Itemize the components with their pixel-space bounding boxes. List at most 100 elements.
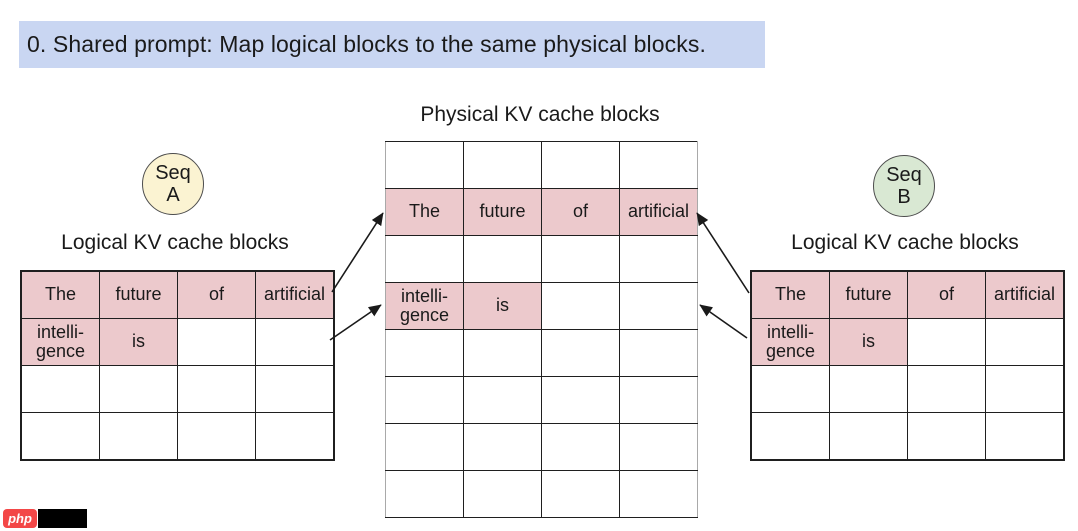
kv-cache-cell bbox=[750, 412, 830, 461]
table-row bbox=[385, 423, 698, 471]
kv-cache-cell bbox=[750, 365, 830, 413]
arrow-seq-a-block1 bbox=[329, 304, 382, 341]
kv-cache-cell bbox=[829, 412, 908, 461]
kv-cache-cell bbox=[907, 412, 986, 461]
watermark-logo: php bbox=[3, 509, 87, 528]
kv-cache-cell bbox=[255, 365, 335, 413]
kv-cache-cell bbox=[463, 235, 542, 283]
kv-cache-cell bbox=[385, 235, 464, 283]
table-row bbox=[385, 141, 698, 189]
seq-a-badge: Seq A bbox=[142, 153, 204, 215]
kv-cache-cell: artificial bbox=[255, 270, 335, 319]
kv-cache-cell: The bbox=[20, 270, 100, 319]
kv-cache-cell bbox=[619, 235, 698, 283]
title-banner: 0. Shared prompt: Map logical blocks to … bbox=[19, 21, 765, 68]
kv-cache-cell bbox=[99, 365, 178, 413]
kv-cache-cell: artificial bbox=[985, 270, 1065, 319]
table-row bbox=[750, 365, 1065, 413]
kv-cache-cell bbox=[385, 141, 464, 189]
kv-cache-cell bbox=[907, 365, 986, 413]
kv-cache-cell: is bbox=[463, 282, 542, 330]
kv-cache-cell bbox=[255, 412, 335, 461]
table-row bbox=[385, 235, 698, 283]
seq-b-badge: Seq B bbox=[873, 155, 935, 217]
kv-cache-cell bbox=[619, 329, 698, 377]
kv-cache-cell bbox=[385, 470, 464, 518]
arrow-seq-b-block1 bbox=[699, 304, 748, 339]
kv-cache-cell bbox=[385, 376, 464, 424]
kv-cache-cell bbox=[985, 318, 1065, 366]
kv-cache-cell: intelli- gence bbox=[385, 282, 464, 330]
kv-cache-cell bbox=[463, 329, 542, 377]
kv-cache-cell bbox=[255, 318, 335, 366]
kv-cache-cell bbox=[541, 423, 620, 471]
kv-cache-cell bbox=[385, 423, 464, 471]
kv-cache-cell: The bbox=[750, 270, 830, 319]
arrow-seq-b-block0 bbox=[696, 212, 750, 294]
seq-b-label-line2: B bbox=[897, 186, 911, 208]
table-row bbox=[20, 412, 335, 461]
logical-b-table-label: Logical KV cache blocks bbox=[791, 231, 1019, 254]
kv-cache-cell bbox=[463, 141, 542, 189]
table-row bbox=[385, 376, 698, 424]
kv-cache-cell bbox=[619, 141, 698, 189]
title-text: 0. Shared prompt: Map logical blocks to … bbox=[27, 31, 706, 57]
kv-cache-cell bbox=[829, 365, 908, 413]
physical-table-label: Physical KV cache blocks bbox=[420, 103, 660, 126]
kv-cache-cell: of bbox=[177, 270, 256, 319]
table-row bbox=[750, 412, 1065, 461]
kv-cache-cell: future bbox=[99, 270, 178, 319]
arrow-seq-a-block0 bbox=[331, 212, 384, 293]
kv-cache-cell: artificial bbox=[619, 188, 698, 236]
kv-cache-cell: intelli- gence bbox=[20, 318, 100, 366]
kv-cache-cell: is bbox=[99, 318, 178, 366]
kv-cache-cell bbox=[463, 423, 542, 471]
kv-cache-cell: of bbox=[907, 270, 986, 319]
kv-cache-cell bbox=[177, 365, 256, 413]
kv-cache-cell bbox=[907, 318, 986, 366]
kv-cache-cell bbox=[177, 412, 256, 461]
kv-cache-cell bbox=[541, 141, 620, 189]
kv-cache-cell bbox=[541, 235, 620, 283]
kv-cache-cell: future bbox=[829, 270, 908, 319]
kv-cache-cell bbox=[619, 282, 698, 330]
kv-cache-cell bbox=[20, 412, 100, 461]
kv-cache-cell bbox=[177, 318, 256, 366]
logical-a-table-label: Logical KV cache blocks bbox=[61, 231, 289, 254]
kv-cache-cell bbox=[541, 282, 620, 330]
kv-cache-cell bbox=[385, 329, 464, 377]
kv-cache-cell: future bbox=[463, 188, 542, 236]
kv-cache-cell bbox=[541, 470, 620, 518]
kv-cache-cell bbox=[20, 365, 100, 413]
kv-cache-cell bbox=[619, 423, 698, 471]
kv-cache-cell bbox=[985, 412, 1065, 461]
kv-cache-cell: is bbox=[829, 318, 908, 366]
seq-a-label-line2: A bbox=[166, 184, 180, 206]
kv-cache-cell: of bbox=[541, 188, 620, 236]
kv-cache-cell bbox=[463, 376, 542, 424]
table-row bbox=[385, 329, 698, 377]
kv-cache-cell bbox=[541, 376, 620, 424]
kv-cache-cell bbox=[985, 365, 1065, 413]
kv-cache-cell bbox=[99, 412, 178, 461]
kv-cache-cell: intelli- gence bbox=[750, 318, 830, 366]
kv-cache-cell bbox=[619, 470, 698, 518]
php-logo-text: php bbox=[8, 511, 32, 526]
seq-b-label-line1: Seq bbox=[886, 163, 922, 186]
kv-cache-cell bbox=[463, 470, 542, 518]
kv-cache-cell bbox=[541, 329, 620, 377]
logo-black-box bbox=[38, 509, 87, 528]
php-logo-badge: php bbox=[3, 509, 37, 528]
table-row bbox=[20, 365, 335, 413]
seq-a-label-line1: Seq bbox=[155, 161, 191, 184]
